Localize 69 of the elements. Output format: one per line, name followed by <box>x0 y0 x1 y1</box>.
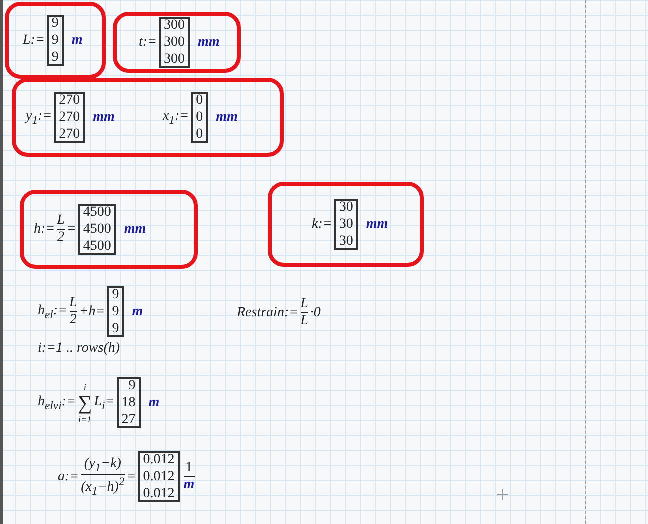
sum-lower-limit: i=1 <box>78 414 92 425</box>
math-expression: L$_{i}$= <box>94 394 115 412</box>
matrix-entry: 270 <box>59 92 80 109</box>
matrix-entry: 270 <box>59 109 80 126</box>
matrix-entry: 9 <box>52 15 59 32</box>
denominator: L <box>300 314 308 330</box>
math-expression: k:= <box>312 216 332 232</box>
unit-label: mm <box>93 110 115 126</box>
matrix-entry: 0 <box>196 126 204 143</box>
numerator: L <box>70 296 78 312</box>
sum-upper-limit: i <box>84 381 86 393</box>
math-expression: y$_{1}$:= <box>26 108 52 126</box>
math-expression: h$_{el}$:= <box>38 303 68 321</box>
unit-label: mm <box>216 110 238 126</box>
denominator: (x$_{1}$−h)$^{2}$ <box>81 475 125 498</box>
matrix-entry: 9 <box>52 49 59 66</box>
matrix-entry: 0.012 <box>143 468 175 486</box>
numerator: L <box>300 296 308 312</box>
matrix-entry: 300 <box>164 51 185 68</box>
math-expression: x$_{1}$:= <box>162 108 190 126</box>
denominator: 2 <box>70 312 77 328</box>
matrix-entry: 4500 <box>83 204 112 221</box>
matrix-entry: 300 <box>164 34 185 51</box>
matrix-entry: 9 <box>52 32 59 49</box>
matrix-entry: 0 <box>196 92 204 109</box>
matrix-entry: 0.012 <box>143 452 175 468</box>
unit-label: mm <box>198 34 220 50</box>
matrix-entry: 4500 <box>83 221 112 238</box>
matrix-entry: 27 <box>122 412 136 428</box>
unit-label: m <box>132 304 144 320</box>
matrix-entry: 0 <box>196 109 204 126</box>
matrix-entry: 30 <box>339 233 354 250</box>
summation-sign: ∑ <box>78 393 92 413</box>
numerator: L <box>57 213 65 229</box>
unit-label: m <box>184 478 195 494</box>
numerator: 1 <box>186 460 193 476</box>
math-expression: h:= <box>34 222 56 238</box>
math-expression: = <box>66 222 76 238</box>
matrix-entry: 0.012 <box>143 486 175 502</box>
matrix-entry: 9 <box>112 286 120 304</box>
math-expression: +h= <box>79 304 106 320</box>
math-expression: t:= <box>139 34 157 50</box>
highlight-box <box>12 78 284 157</box>
unit-label: m <box>148 395 160 411</box>
matrix-entry: 300 <box>164 17 185 34</box>
highlight-box <box>113 12 241 73</box>
matrix-entry: 270 <box>59 126 80 143</box>
highlight-box <box>5 2 106 79</box>
matrix-entry: 9 <box>128 378 136 394</box>
numerator: (y$_{1}$−k) <box>84 456 122 474</box>
math-expression: a:= <box>58 469 80 485</box>
unit-label: m <box>72 32 83 48</box>
matrix-entry: 30 <box>339 199 354 216</box>
denominator: 2 <box>58 230 64 246</box>
highlight-box <box>20 190 198 269</box>
matrix-entry: 18 <box>122 394 136 412</box>
math-expression: i:=1 .. rows(h) <box>38 341 120 357</box>
matrix-entry: 9 <box>112 304 120 320</box>
unit-label: mm <box>366 216 388 232</box>
math-expression: L:= <box>23 32 45 48</box>
unit-label: mm <box>124 222 146 238</box>
highlight-box <box>268 182 424 267</box>
math-expression: = <box>126 469 136 485</box>
math-expression: h$_{elv}$$_{i}$:= <box>38 394 76 412</box>
matrix-entry: 30 <box>339 216 354 233</box>
matrix-entry: 4500 <box>83 238 112 255</box>
math-expression: Restrain:= <box>237 305 299 321</box>
math-expression: ·0 <box>310 305 321 321</box>
matrix-entry: 9 <box>112 320 120 338</box>
